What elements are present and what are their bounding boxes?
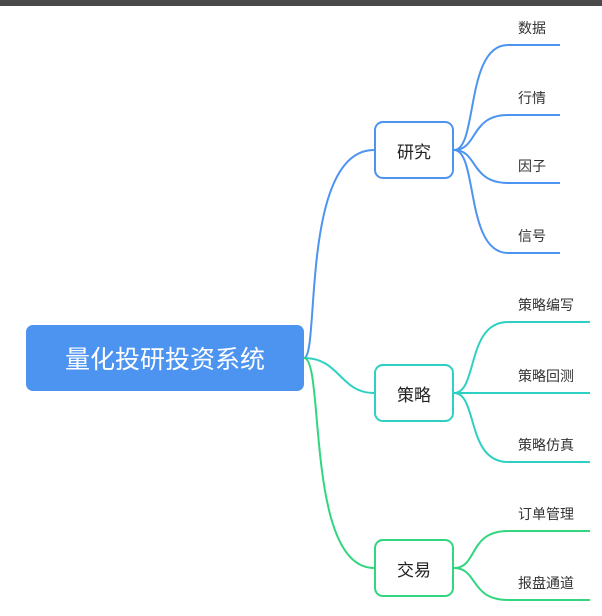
leaf-node[interactable]: 数据 (518, 21, 546, 37)
leaf-node[interactable]: 策略仿真 (518, 438, 574, 454)
leaf-node[interactable]: 因子 (518, 159, 546, 175)
leaf-node[interactable]: 报盘通道 (518, 576, 574, 592)
window-top-bar (0, 0, 602, 6)
connector-research-leaf-3 (453, 149, 560, 184)
connector-trading-leaf-1 (453, 530, 590, 569)
connector-root-research (303, 149, 375, 359)
root-node[interactable]: 量化投研投资系统 (26, 325, 304, 391)
connector-research-leaf-2 (453, 114, 560, 151)
branch-node-strategy[interactable]: 策略 (374, 364, 454, 422)
connector-root-trading (303, 357, 375, 569)
connector-strategy-leaf-3 (453, 392, 590, 463)
connector-research-leaf-4 (453, 149, 560, 254)
leaf-node[interactable]: 行情 (518, 91, 546, 107)
connector-trading-leaf-2 (453, 567, 590, 601)
leaf-node[interactable]: 信号 (518, 229, 546, 245)
connector-strategy-leaf-1 (453, 321, 590, 394)
leaf-node[interactable]: 策略回测 (518, 369, 574, 385)
branch-node-trading[interactable]: 交易 (374, 539, 454, 597)
branch-node-research[interactable]: 研究 (374, 121, 454, 179)
connector-research-leaf-1 (453, 44, 560, 151)
leaf-node[interactable]: 策略编写 (518, 298, 574, 314)
leaf-node[interactable]: 订单管理 (518, 507, 574, 523)
connector-root-strategy (303, 357, 375, 394)
